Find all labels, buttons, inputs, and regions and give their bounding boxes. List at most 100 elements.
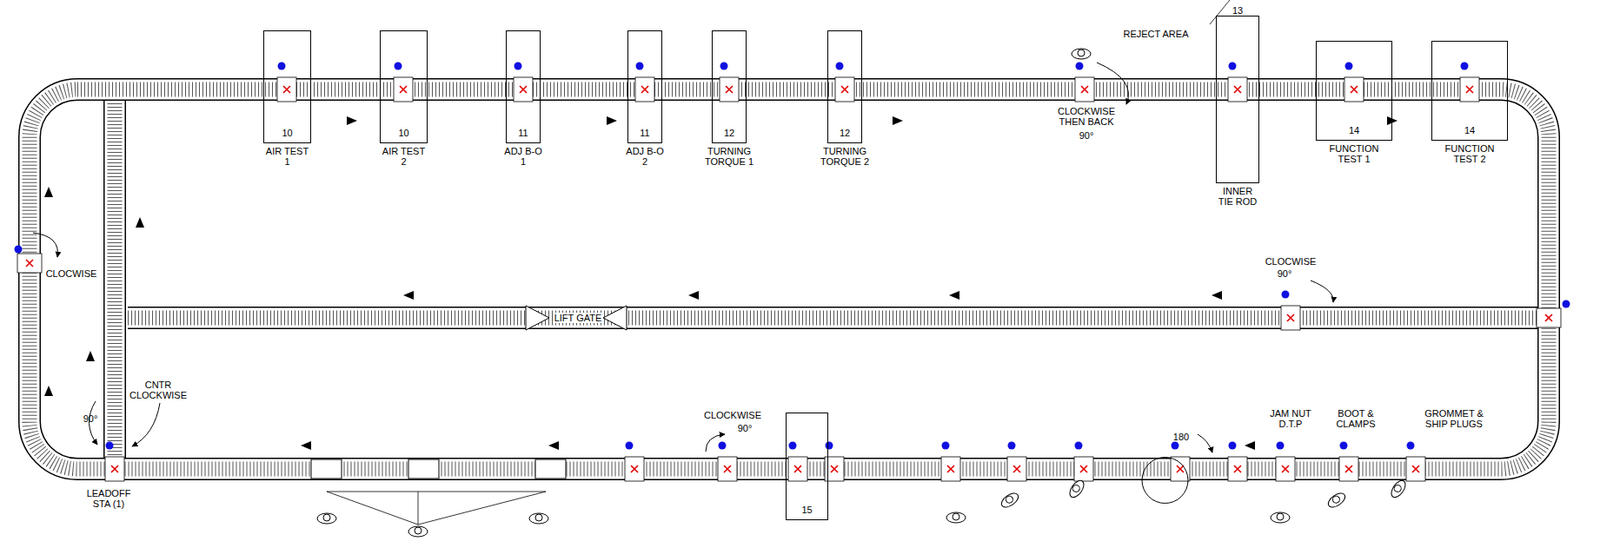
operator-icon xyxy=(1270,512,1290,524)
transfer-unit xyxy=(1075,77,1095,102)
stop-mark xyxy=(1412,465,1420,473)
transfer-unit xyxy=(1228,77,1248,102)
transfer-station xyxy=(277,62,297,103)
operator-head xyxy=(1004,495,1015,505)
annotation-label: 90° xyxy=(733,423,757,434)
conveyor-bed xyxy=(127,308,1549,329)
operator-shoulders xyxy=(1067,478,1087,501)
transfer-unit xyxy=(17,253,42,273)
stop-mark xyxy=(630,465,638,473)
annotation-label: BOOT & CLAMPS xyxy=(1334,408,1378,430)
transfer-station xyxy=(1536,300,1571,329)
annotation-label: CLOCKWISE xyxy=(702,410,764,421)
operator-icon xyxy=(317,513,337,525)
operator-head xyxy=(1331,495,1342,505)
flow-arrow xyxy=(346,116,358,126)
stop-mark xyxy=(1287,314,1295,322)
sensor-dot xyxy=(1171,442,1180,451)
sensor-dot xyxy=(1008,442,1016,451)
annotation-label: 90° xyxy=(79,413,102,425)
transfer-unit xyxy=(1275,457,1295,482)
station-number: 13 xyxy=(1214,5,1261,16)
stop-mark xyxy=(1281,465,1289,473)
station-name: ADJ B-O 2 xyxy=(623,146,667,167)
transfer-station xyxy=(1170,442,1190,483)
station-name: TURNING TORQUE 1 xyxy=(700,146,758,167)
sensor-dot xyxy=(1281,291,1290,299)
sensor-dot xyxy=(278,62,286,71)
station-box: 10AIR TEST 2 xyxy=(379,30,428,144)
annotation-label: GROMMET & SHIP PLUGS xyxy=(1419,408,1489,430)
station-name: INNER TIE ROD xyxy=(1214,185,1261,207)
stop-mark xyxy=(519,86,527,93)
annotation-label: CLOCKWISE THEN BACK xyxy=(1054,106,1120,127)
stop-mark xyxy=(26,259,34,267)
conveyor-rail xyxy=(103,89,127,470)
operator-head xyxy=(1393,484,1403,494)
station-box: 12TURNING TORQUE 2 xyxy=(827,30,863,144)
sensor-dot xyxy=(720,62,729,71)
flow-arrow xyxy=(1387,116,1398,126)
stop-mark xyxy=(947,465,955,473)
station-number: 15 xyxy=(801,504,812,516)
operator-icon xyxy=(999,491,1022,511)
sensor-dot xyxy=(625,442,634,451)
stop-mark xyxy=(841,86,849,93)
operator-head xyxy=(1276,513,1284,521)
rotation-arc xyxy=(1310,280,1334,303)
turntable-circle: 180 xyxy=(1141,424,1222,505)
transfer-unit xyxy=(1228,457,1248,482)
circle-outline-path xyxy=(1141,458,1189,505)
transfer-unit xyxy=(1074,457,1094,482)
operator-icon xyxy=(1071,48,1091,60)
sensor-dot xyxy=(718,442,727,451)
flow-arrow xyxy=(1211,291,1222,300)
stop-mark xyxy=(1545,314,1553,322)
transfer-unit xyxy=(1281,305,1301,331)
transfer-station xyxy=(717,442,737,483)
transfer-unit xyxy=(835,77,855,102)
transfer-station xyxy=(1007,442,1027,483)
transfer-unit xyxy=(1170,457,1190,482)
transfer-station xyxy=(1074,442,1094,483)
station-number: 11 xyxy=(639,127,650,139)
transfer-station xyxy=(513,62,533,103)
transfer-unit xyxy=(1007,457,1027,482)
operator-shoulders xyxy=(317,513,337,525)
transfer-unit xyxy=(1344,77,1364,102)
sensor-dot xyxy=(1562,300,1571,309)
transfer-station xyxy=(941,442,961,483)
station-box: 14FUNCTION TEST 1 xyxy=(1315,40,1393,141)
transfer-station xyxy=(1406,442,1426,483)
operator-shoulders xyxy=(1326,491,1348,511)
stop-mark xyxy=(794,465,802,473)
stop-mark xyxy=(1345,465,1353,473)
stop-mark xyxy=(723,465,731,473)
transfer-station xyxy=(835,62,855,103)
station-name: FUNCTION TEST 1 xyxy=(1325,143,1383,165)
belt-gap xyxy=(408,459,439,479)
annotation-label: 90° xyxy=(1073,130,1100,141)
transfer-station xyxy=(1460,62,1480,103)
annotation-label: LEADOFF STA (1) xyxy=(85,488,133,510)
operator-icon xyxy=(408,526,428,538)
transfer-station xyxy=(1339,442,1359,483)
operator-shoulders xyxy=(529,513,549,525)
sensor-dot xyxy=(106,442,114,451)
operator-head xyxy=(952,513,960,521)
sensor-dot xyxy=(1075,62,1084,71)
station-name: ADJ B-O 1 xyxy=(501,146,545,167)
sensor-dot xyxy=(1345,62,1354,71)
sensor-dot xyxy=(836,62,844,71)
operator-shoulders xyxy=(408,526,428,538)
sensor-dot xyxy=(1460,62,1469,71)
station-number: 12 xyxy=(839,127,850,139)
stop-mark xyxy=(1234,86,1242,93)
belt-gap xyxy=(311,459,342,479)
transfer-station xyxy=(788,442,808,483)
transfer-station xyxy=(624,442,644,483)
transfer-unit xyxy=(624,457,644,482)
transfer-station xyxy=(14,245,43,274)
station-name: TURNING TORQUE 2 xyxy=(816,146,874,167)
transfer-station xyxy=(1344,62,1364,103)
